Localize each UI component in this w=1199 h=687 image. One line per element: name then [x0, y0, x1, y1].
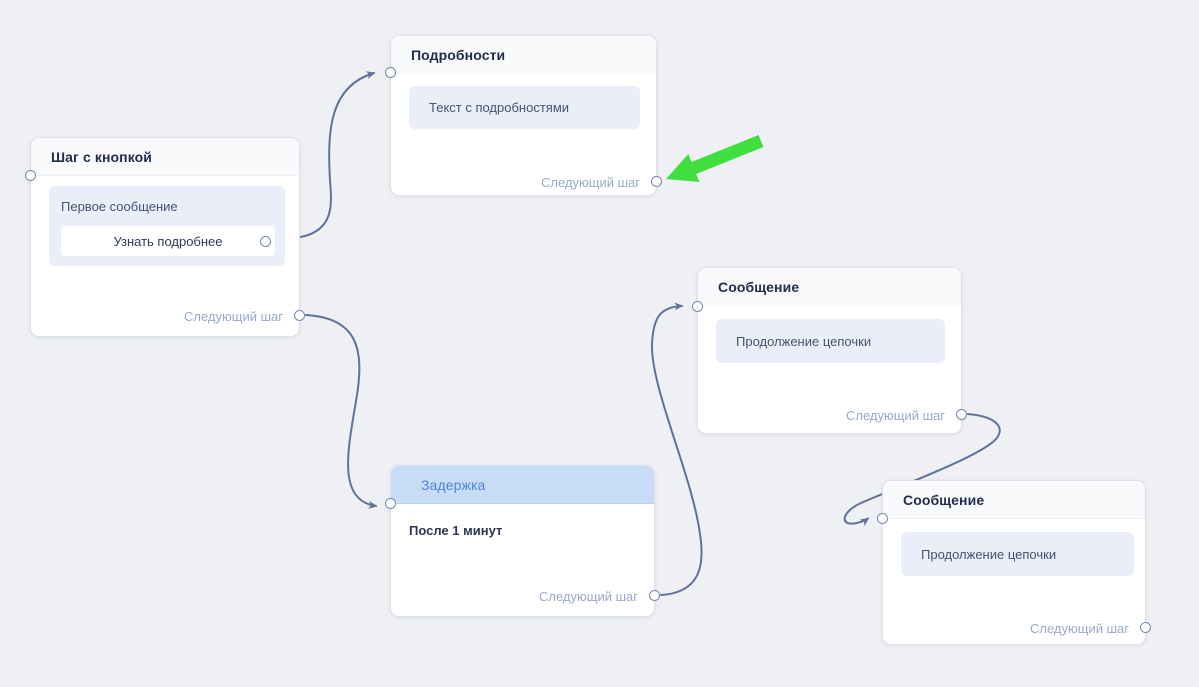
node-header: Шаг с кнопкой	[31, 138, 299, 176]
node-details[interactable]: Подробности Текст с подробностями Следую…	[385, 35, 662, 196]
button-label: Узнать подробнее	[113, 233, 223, 249]
node-footer: Следующий шаг	[184, 307, 283, 325]
message-panel: Продолжение цепочки	[716, 319, 945, 363]
node-title: Сообщение	[903, 491, 985, 508]
input-port[interactable]	[385, 498, 396, 509]
next-step-port[interactable]	[651, 176, 662, 187]
message-panel: Первое сообщение Узнать подробнее	[49, 186, 285, 266]
next-step-label[interactable]: Следующий шаг	[1030, 620, 1129, 636]
next-step-port[interactable]	[956, 409, 967, 420]
node-header: Сообщение	[698, 268, 961, 306]
node-header: Сообщение	[883, 481, 1145, 519]
next-step-label[interactable]: Следующий шаг	[539, 588, 638, 604]
input-port[interactable]	[692, 301, 703, 312]
button-output-port[interactable]	[260, 235, 271, 247]
node-message-1[interactable]: Сообщение Продолжение цепочки Следующий …	[692, 267, 967, 434]
message-panel: Текст с подробностями	[409, 86, 640, 129]
next-step-label[interactable]: Следующий шаг	[846, 407, 945, 423]
input-port[interactable]	[385, 67, 396, 78]
input-port[interactable]	[877, 513, 888, 524]
node-step-with-button[interactable]: Шаг с кнопкой Первое сообщение Узнать по…	[25, 137, 305, 337]
node-footer: Следующий шаг	[1030, 619, 1129, 637]
next-step-port[interactable]	[1140, 622, 1151, 633]
node-footer: Следующий шаг	[541, 173, 640, 191]
green-arrow-annotation	[666, 135, 764, 182]
next-step-label[interactable]: Следующий шаг	[541, 174, 640, 190]
node-title: Подробности	[411, 46, 506, 63]
message-text: Первое сообщение	[61, 199, 178, 214]
message-text: Продолжение цепочки	[921, 546, 1057, 562]
delay-header: Задержка	[391, 466, 654, 504]
node-footer: Следующий шаг	[539, 587, 638, 605]
next-step-port[interactable]	[294, 310, 305, 321]
delay-value-text: После 1 минут	[409, 523, 503, 538]
node-title: Задержка	[421, 476, 486, 493]
edge-button-to-details	[300, 71, 376, 238]
node-title: Шаг с кнопкой	[51, 148, 153, 165]
learn-more-button[interactable]: Узнать подробнее	[61, 226, 275, 256]
next-step-label[interactable]: Следующий шаг	[184, 308, 283, 324]
edge-delay-to-message	[650, 302, 703, 596]
node-header: Подробности	[391, 36, 656, 74]
message-text: Текст с подробностями	[429, 100, 570, 115]
input-port[interactable]	[25, 170, 36, 181]
edge-step-to-delay	[305, 314, 378, 509]
node-title: Сообщение	[718, 278, 800, 295]
message-text: Продолжение цепочки	[736, 333, 872, 349]
node-message-2[interactable]: Сообщение Продолжение цепочки Следующий …	[877, 480, 1151, 645]
node-footer: Следующий шаг	[846, 406, 945, 424]
node-delay[interactable]: Задержка После 1 минут Следующий шаг	[385, 465, 660, 617]
next-step-port[interactable]	[649, 590, 660, 601]
message-panel: Продолжение цепочки	[901, 532, 1134, 576]
